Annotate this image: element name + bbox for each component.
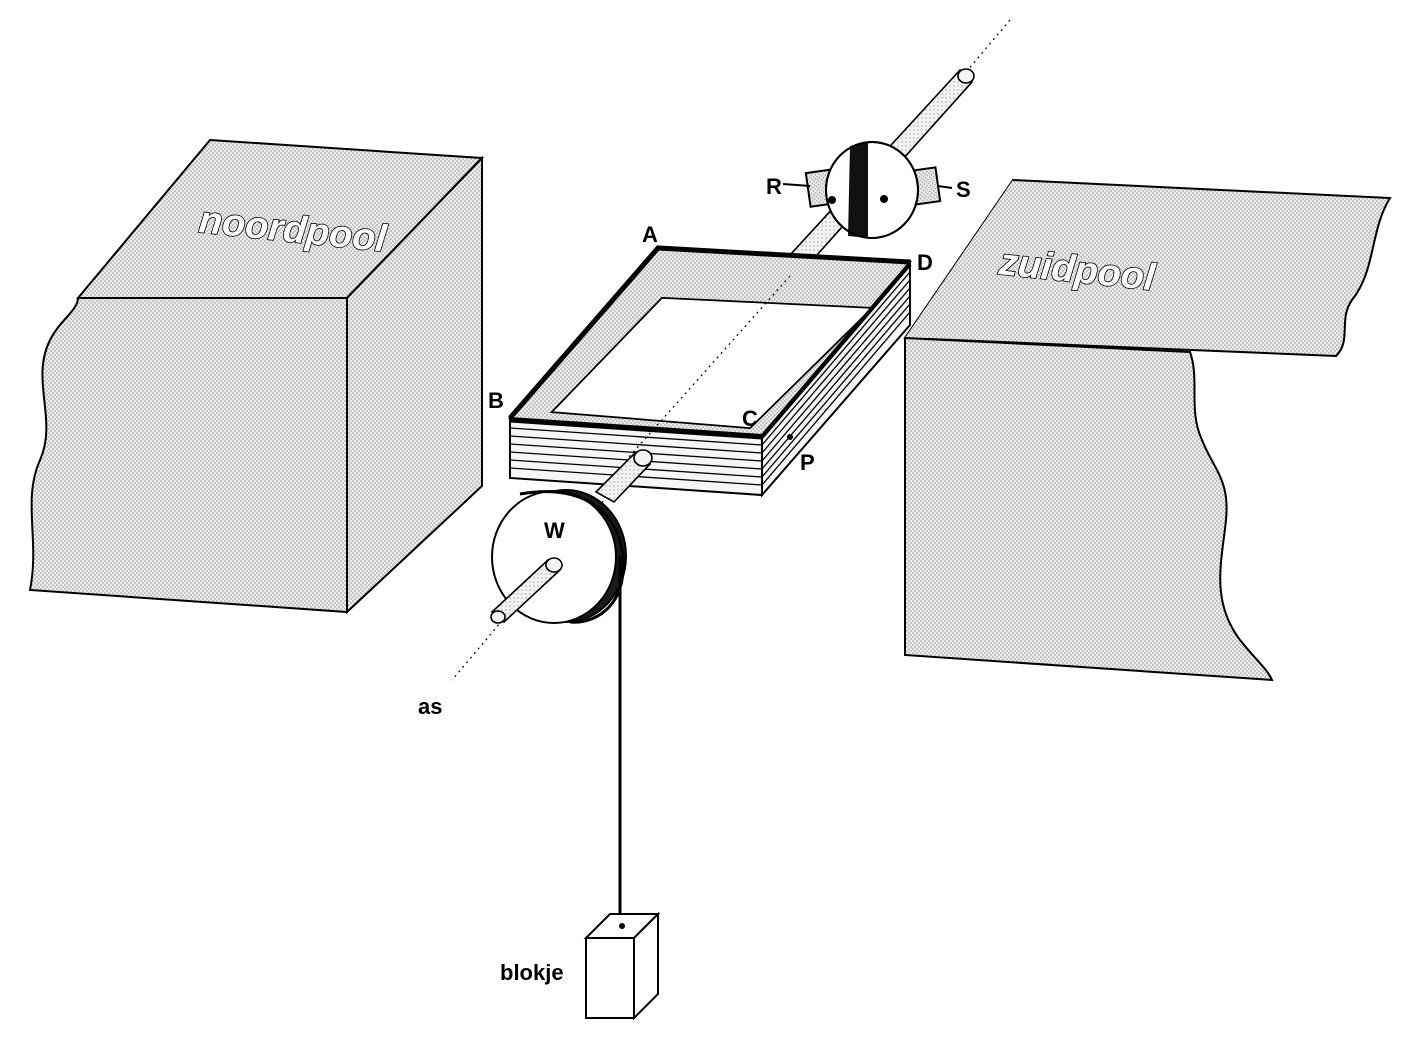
label-r: R — [766, 174, 782, 199]
label-c: C — [742, 406, 758, 431]
block: blokje — [500, 911, 661, 1021]
commutator: R S — [766, 141, 971, 239]
contact-s — [880, 195, 888, 203]
south-pole-magnet: zuidpool — [903, 178, 1392, 682]
label-d: D — [917, 250, 933, 275]
label-w: W — [544, 518, 565, 543]
pulley-wheel: W — [490, 489, 627, 624]
label-axis: as — [418, 694, 442, 719]
point-p — [787, 434, 793, 440]
label-p: P — [800, 450, 815, 475]
contact-r — [828, 196, 836, 204]
coil-windings-side — [761, 271, 911, 486]
coil: A B C D P — [488, 222, 933, 498]
label-block: blokje — [500, 960, 564, 985]
label-s: S — [956, 177, 971, 202]
label-b: B — [488, 388, 504, 413]
north-pole-magnet: noordpool — [28, 138, 485, 615]
axle-front — [594, 449, 653, 504]
label-a: A — [642, 222, 658, 247]
